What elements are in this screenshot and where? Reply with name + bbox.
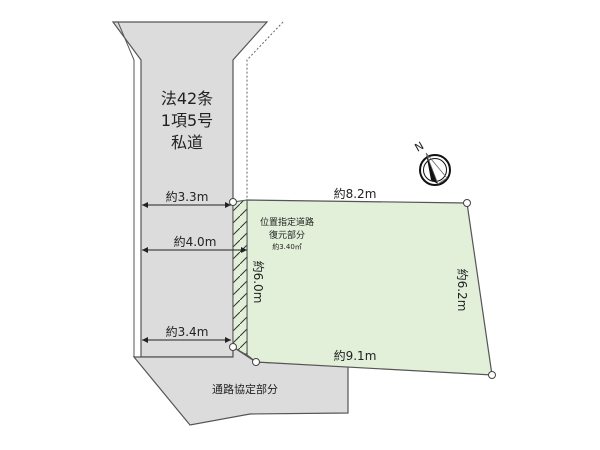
dim-east: 約6.2m — [455, 269, 470, 312]
north-compass-icon: N — [412, 139, 451, 186]
restored-label-2: 復元部分 — [269, 229, 305, 241]
restored-label-1: 位置指定道路 — [260, 216, 314, 228]
dim-south: 約9.1m — [334, 348, 377, 363]
svg-text:N: N — [412, 139, 426, 154]
dim-road-bottom: 約3.4m — [166, 324, 209, 339]
dim-north: 約8.2m — [334, 186, 377, 201]
dim-road-top: 約3.3m — [166, 189, 209, 204]
restored-area: 約3.40㎡ — [272, 242, 302, 251]
road-boundary-dotted — [246, 21, 284, 345]
dim-frontage: 約6.0m — [251, 261, 266, 304]
road-label-line-1: 法42条 — [161, 89, 213, 108]
agreement-label: 通路協定部分 — [212, 382, 278, 396]
road-label-line-2: 1項5号 — [161, 111, 213, 130]
road-label-line-3: 私道 — [171, 133, 203, 152]
dim-road-mid: 約4.0m — [174, 234, 217, 249]
